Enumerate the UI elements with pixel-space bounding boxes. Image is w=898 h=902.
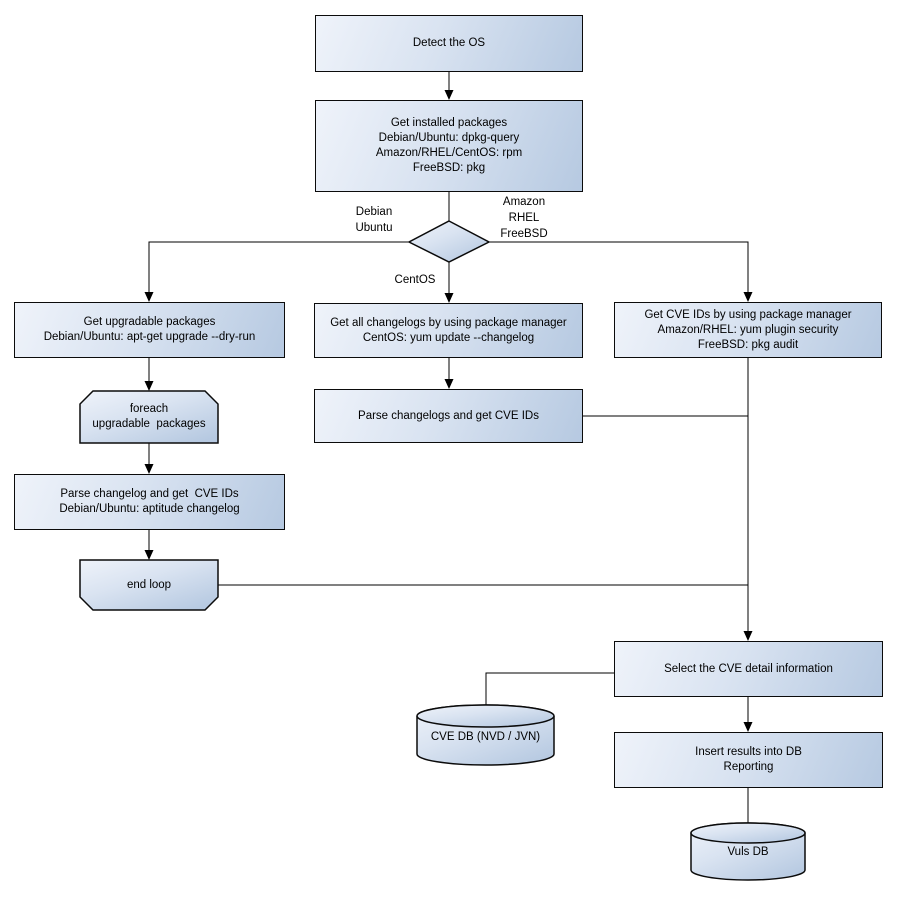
arrowheads	[144, 90, 753, 732]
edge-select-to-cvedb	[485, 672, 614, 705]
edge-decision-amazon	[489, 241, 749, 293]
node-select-cve-detail: Select the CVE detail information	[614, 641, 883, 697]
arrowhead-parsechangelogs	[444, 379, 454, 389]
node-get-cve-ids: Get CVE IDs by using package manager Ama…	[614, 302, 882, 358]
edge-decision-debian	[148, 241, 409, 293]
node-insert-results: Insert results into DB Reporting	[614, 732, 883, 788]
node-detect-os: Detect the OS	[315, 15, 583, 72]
node-parse-changelog: Parse changelog and get CVE IDs Debian/U…	[14, 474, 285, 530]
node-vuls-db-label: Vuls DB	[727, 845, 769, 858]
edges	[148, 71, 749, 823]
branch-label-debian-ubuntu: Debian Ubuntu	[355, 206, 393, 234]
node-cve-db-label: CVE DB (NVD / JVN)	[430, 730, 541, 743]
arrowhead-installed	[444, 90, 454, 100]
arrowhead-foreach	[144, 381, 154, 391]
vuls-db-cylinder-top	[690, 822, 806, 844]
node-foreach-loop-label: foreach upgradable packages	[92, 403, 206, 430]
arrowhead-insert	[743, 722, 753, 732]
arrowhead-parsechangelog	[144, 464, 154, 474]
arrowhead-upgradable	[144, 292, 154, 302]
branch-label-amazon-rhel-freebsd: Amazon RHEL FreeBSD	[500, 196, 548, 240]
arrowhead-select	[743, 631, 753, 641]
foreach-loop-shape	[79, 390, 219, 444]
arrowhead-endloop	[144, 550, 154, 560]
arrowhead-cveids	[743, 292, 753, 302]
node-get-upgradable-packages: Get upgradable packages Debian/Ubuntu: a…	[14, 302, 285, 358]
os-decision-diamond	[407, 220, 491, 263]
special-shapes	[79, 220, 806, 881]
cve-db-cylinder-top	[416, 704, 555, 728]
node-parse-changelogs: Parse changelogs and get CVE IDs	[314, 389, 583, 443]
arrowhead-allchangelogs	[444, 293, 454, 303]
node-end-loop-label: end loop	[126, 578, 172, 591]
node-get-all-changelogs: Get all changelogs by using package mana…	[314, 303, 583, 358]
node-get-installed-packages: Get installed packages Debian/Ubuntu: dp…	[315, 100, 583, 192]
branch-label-centos: CentOS	[394, 274, 436, 286]
end-loop-shape	[79, 559, 219, 611]
